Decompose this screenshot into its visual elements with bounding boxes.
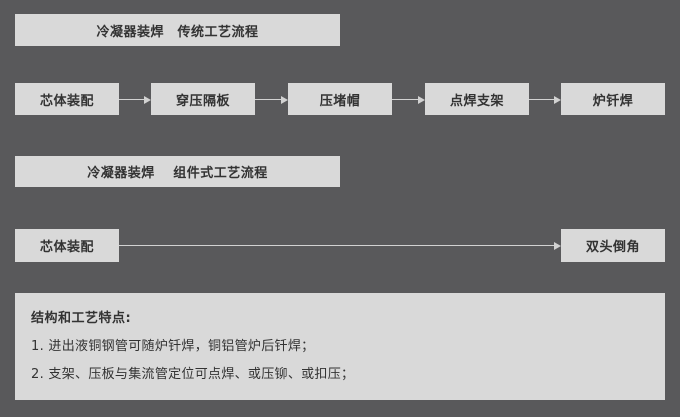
arrow-head bbox=[281, 95, 288, 104]
step-press-plug-cap: 压堵帽 bbox=[288, 83, 392, 115]
arrow-shaft bbox=[119, 99, 144, 100]
feature-item-2: 2. 支架、压板与集流管定位可点焊、或压铆、或扣压； bbox=[31, 367, 355, 382]
features-panel: 结构和工艺特点: 1. 进出液铜钢管可随炉钎焊，铜铝管炉后钎焊； 2. 支架、压… bbox=[15, 293, 665, 400]
step-press-partition: 穿压隔板 bbox=[151, 83, 255, 115]
arrow-shaft bbox=[392, 99, 418, 100]
arrow-right-icon bbox=[119, 241, 561, 250]
arrow-shaft bbox=[255, 99, 281, 100]
arrow-shaft bbox=[119, 245, 554, 246]
step-core-assembly: 芯体装配 bbox=[15, 83, 119, 115]
step-double-end-chamfer: 双头倒角 bbox=[561, 229, 665, 262]
step-furnace-brazing: 炉钎焊 bbox=[561, 83, 665, 115]
step-label: 点焊支架 bbox=[449, 93, 504, 109]
step-label: 穿压隔板 bbox=[175, 93, 230, 109]
arrow-right-icon bbox=[392, 95, 425, 104]
feature-item-1: 1. 进出液铜钢管可随炉钎焊，铜铝管炉后钎焊； bbox=[31, 339, 315, 354]
step-label: 芯体装配 bbox=[39, 93, 94, 109]
arrow-head bbox=[144, 95, 151, 104]
arrow-head bbox=[554, 241, 561, 250]
arrow-right-icon bbox=[529, 95, 561, 104]
step-label: 炉钎焊 bbox=[592, 93, 634, 109]
features-heading: 结构和工艺特点: bbox=[31, 311, 132, 326]
arrow-right-icon bbox=[255, 95, 288, 104]
arrow-right-icon bbox=[119, 95, 151, 104]
step-core-assembly-modular: 芯体装配 bbox=[15, 229, 119, 262]
step-label: 芯体装配 bbox=[39, 240, 94, 255]
modular-process-title: 冷凝器装焊 组件式工艺流程 bbox=[87, 166, 268, 181]
arrow-head bbox=[418, 95, 425, 104]
modular-process-title-banner: 冷凝器装焊 组件式工艺流程 bbox=[15, 156, 340, 187]
traditional-process-title: 冷凝器装焊 传统工艺流程 bbox=[96, 24, 259, 40]
arrow-head bbox=[554, 95, 561, 104]
step-label: 双头倒角 bbox=[585, 240, 640, 255]
step-spot-weld-bracket: 点焊支架 bbox=[425, 83, 529, 115]
traditional-process-title-banner: 冷凝器装焊 传统工艺流程 bbox=[15, 14, 340, 46]
step-label: 压堵帽 bbox=[319, 93, 361, 109]
arrow-shaft bbox=[529, 99, 554, 100]
